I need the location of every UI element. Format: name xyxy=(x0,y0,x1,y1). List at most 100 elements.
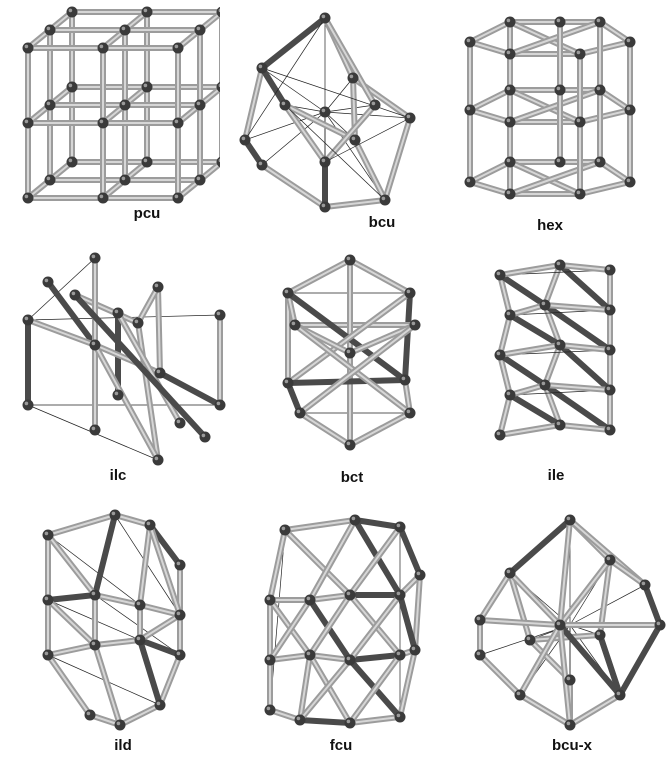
node-highlight xyxy=(285,380,289,384)
node-sphere xyxy=(495,270,506,281)
node-highlight xyxy=(92,255,96,259)
node-highlight xyxy=(607,307,611,311)
rod xyxy=(350,655,400,660)
node-highlight xyxy=(92,642,96,646)
node-sphere xyxy=(305,595,316,606)
node-sphere xyxy=(142,82,153,93)
node-sphere xyxy=(395,650,406,661)
node-sphere xyxy=(133,318,144,329)
rod xyxy=(160,655,180,705)
node-sphere xyxy=(345,440,356,451)
node-sphere xyxy=(565,675,576,686)
net-panel-bcu-x xyxy=(460,505,671,740)
node-highlight xyxy=(627,39,631,43)
node-highlight xyxy=(397,524,401,528)
net-panel-ilc xyxy=(0,245,240,485)
node-highlight xyxy=(197,102,201,106)
node-sphere xyxy=(90,425,101,436)
node-highlight xyxy=(607,267,611,271)
node-sphere xyxy=(555,620,566,631)
node-sphere xyxy=(283,378,294,389)
node-highlight xyxy=(507,19,511,23)
rod xyxy=(270,530,285,600)
node-sphere xyxy=(215,400,226,411)
node-highlight xyxy=(322,15,326,19)
node-sphere xyxy=(595,157,606,168)
node-highlight xyxy=(147,522,151,526)
node-highlight xyxy=(144,159,148,163)
node-highlight xyxy=(45,532,49,536)
node-highlight xyxy=(507,570,511,574)
node-highlight xyxy=(557,87,561,91)
node-highlight xyxy=(297,717,301,721)
node-highlight xyxy=(122,177,126,181)
net-label-ild: ild xyxy=(63,737,183,754)
node-sphere xyxy=(370,100,381,111)
node-highlight xyxy=(507,312,511,316)
node-highlight xyxy=(467,39,471,43)
node-sphere xyxy=(195,25,206,36)
node-highlight xyxy=(642,582,646,586)
node-sphere xyxy=(23,43,34,54)
node-highlight xyxy=(557,159,561,163)
node-sphere xyxy=(215,310,226,321)
bcu-net-drawing xyxy=(225,0,440,240)
node-sphere xyxy=(555,260,566,271)
node-sphere xyxy=(135,600,146,611)
node-highlight xyxy=(597,87,601,91)
node-highlight xyxy=(347,592,351,596)
node-sphere xyxy=(195,175,206,186)
node-sphere xyxy=(505,390,516,401)
node-sphere xyxy=(540,300,551,311)
node-highlight xyxy=(372,102,376,106)
node-sphere xyxy=(257,63,268,74)
node-highlight xyxy=(100,120,104,124)
node-sphere xyxy=(43,530,54,541)
node-sphere xyxy=(505,85,516,96)
node-sphere xyxy=(505,189,516,200)
node-sphere xyxy=(405,288,416,299)
node-sphere xyxy=(505,49,516,60)
rod xyxy=(140,525,150,605)
rod xyxy=(385,118,410,200)
node-sphere xyxy=(540,380,551,391)
node-highlight xyxy=(47,27,51,31)
node-highlight xyxy=(507,392,511,396)
rod xyxy=(120,705,160,725)
node-sphere xyxy=(23,118,34,129)
node-sphere xyxy=(575,49,586,60)
net-panel-fcu xyxy=(250,505,450,740)
node-highlight xyxy=(202,434,206,438)
node-sphere xyxy=(345,255,356,266)
node-highlight xyxy=(175,45,179,49)
node-sphere xyxy=(120,100,131,111)
node-highlight xyxy=(135,320,139,324)
rod xyxy=(545,265,560,305)
rod xyxy=(350,717,400,723)
node-highlight xyxy=(542,382,546,386)
node-sphere xyxy=(395,712,406,723)
rod xyxy=(520,695,570,725)
node-sphere xyxy=(575,189,586,200)
node-sphere xyxy=(135,635,146,646)
node-highlight xyxy=(25,402,29,406)
rod xyxy=(470,90,510,110)
node-sphere xyxy=(265,595,276,606)
node-highlight xyxy=(347,657,351,661)
node-sphere xyxy=(98,118,109,129)
node-sphere xyxy=(605,345,616,356)
node-highlight xyxy=(115,310,119,314)
rod xyxy=(645,585,660,625)
node-highlight xyxy=(627,107,631,111)
node-highlight xyxy=(397,652,401,656)
node-highlight xyxy=(607,347,611,351)
node-sphere xyxy=(495,350,506,361)
node-sphere xyxy=(45,175,56,186)
node-highlight xyxy=(557,19,561,23)
node-highlight xyxy=(25,120,29,124)
rod xyxy=(480,655,520,695)
net-label-ile: ile xyxy=(496,467,616,484)
node-highlight xyxy=(607,557,611,561)
node-highlight xyxy=(307,652,311,656)
ile-net-drawing xyxy=(470,245,670,485)
